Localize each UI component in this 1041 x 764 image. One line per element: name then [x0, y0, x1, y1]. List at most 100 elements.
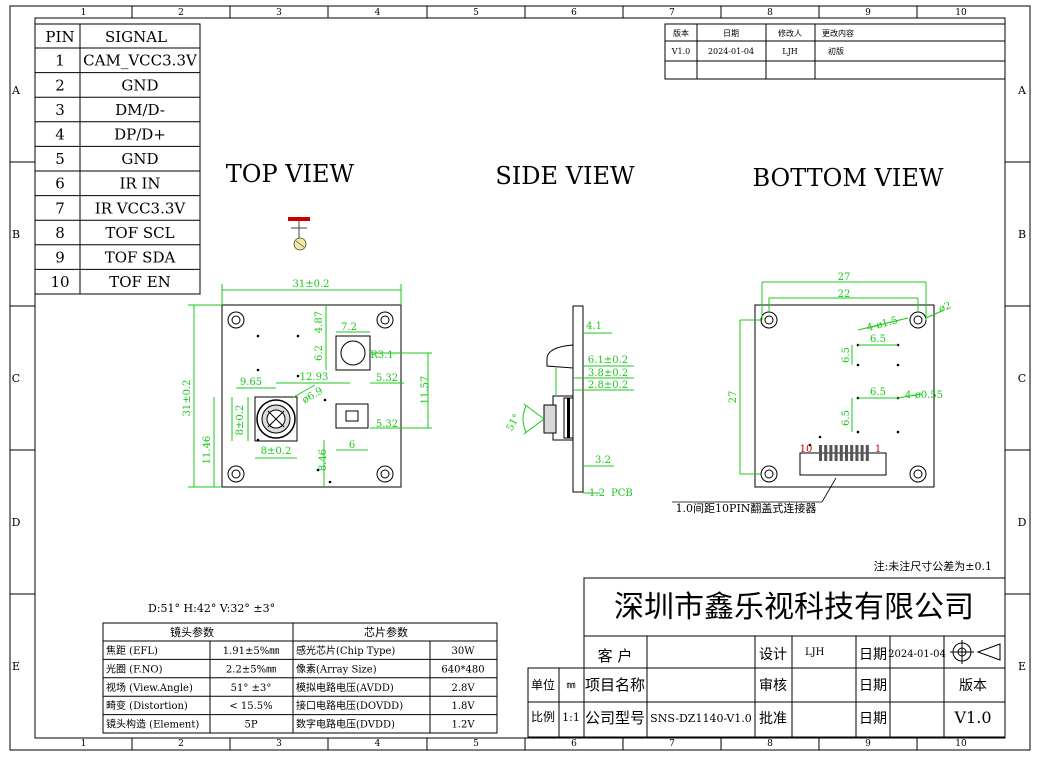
dim-top-11-57: 11.57 [420, 376, 431, 405]
zone-row-label: B [12, 228, 20, 241]
connector-pin [824, 445, 828, 461]
pin-number: 2 [55, 76, 65, 94]
zone-column-label: 1 [81, 739, 87, 749]
connector-pin [860, 445, 864, 461]
dim-bottom-27-top: 27 [838, 272, 851, 283]
dim-bottom-6-5c: 6.5 [870, 387, 886, 398]
model-label: 公司型号 [585, 709, 645, 727]
chip-param-name: 数字电路电压(DVDD) [296, 718, 395, 731]
dim-top-8-pm-0-2-h: 8±0.2 [261, 446, 292, 457]
top-view-title: TOP VIEW [226, 160, 355, 188]
zone-row-label: A [1017, 84, 1027, 97]
pin-signal: GND [121, 150, 158, 168]
zone-column-label: 8 [767, 739, 773, 749]
connector-pin [839, 445, 843, 461]
pin-number: 8 [55, 224, 65, 242]
tolerance-note: 注:未注尺寸公差为±0.1 [874, 559, 992, 573]
zone-column-label: 7 [669, 8, 675, 18]
lens-param-value: < 15.5% [229, 701, 272, 712]
mounting-hole-icon [227, 311, 394, 483]
design-value: LJH [805, 647, 825, 658]
zone-column-label: 3 [276, 739, 282, 749]
lens-param-name: 焦距 (EFL) [106, 644, 158, 657]
dim-side-angle: 51° [505, 412, 523, 433]
connector-pin-10-label: 10 [800, 444, 813, 455]
zone-column-label: 9 [865, 8, 871, 18]
zone-column-label: 1 [81, 8, 87, 18]
dim-bottom-6-5b: 6.5 [841, 347, 852, 363]
pin-number: 6 [55, 175, 65, 193]
pin-signal: IR VCC3.3V [95, 199, 187, 217]
zone-row-label: D [12, 516, 21, 529]
chip-param-name: 接口电路电压(DOVDD) [296, 699, 403, 712]
customer-label: 客 户 [598, 647, 633, 665]
side-view-title: SIDE VIEW [495, 162, 635, 190]
pin-signal: TOF SDA [105, 249, 176, 267]
lens-param-value: 51° ±3° [231, 683, 272, 694]
zone-column-label: 3 [276, 8, 282, 18]
dim-top-r3-1: R3.1 [370, 350, 393, 361]
company-name: 深圳市鑫乐视科技有限公司 [614, 590, 974, 625]
dim-bottom-6-5a: 6.5 [870, 334, 886, 345]
connector-pin [855, 445, 859, 461]
zone-column-label: 6 [571, 739, 577, 749]
fov-note: D:51° H:42° V:32° ±3° [148, 602, 275, 615]
dim-top-5-32b: 5.32 [376, 419, 398, 430]
zone-column-label: 4 [375, 739, 381, 749]
title-block: 深圳市鑫乐视科技有限公司 客 户 项目名称 公司型号 SNS-DZ1140-V1… [527, 577, 1006, 738]
connector-pin [834, 445, 838, 461]
rev-header-date: 日期 [723, 29, 739, 38]
zone-column-label: 4 [375, 8, 381, 18]
connector-pin [865, 445, 869, 461]
connector-pin [845, 445, 848, 461]
signal-header: SIGNAL [105, 28, 167, 46]
dim-top-8-pm-0-2-v: 8±0.2 [235, 405, 246, 436]
version-value: V1.0 [954, 708, 992, 727]
pin-number: 4 [55, 126, 65, 144]
zone-row-label: E [12, 660, 20, 673]
rev-content: 初版 [828, 46, 844, 56]
revision-table: 版本 日期 修改人 更改内容 V1.0 2024-01-04 LJH 初版 [664, 23, 1006, 80]
zone-row-label: E [1018, 660, 1026, 673]
version-label: 版本 [959, 678, 987, 694]
zone-column-label: 2 [178, 739, 184, 749]
chip-param-name: 模拟电路电压(AVDD) [296, 681, 394, 694]
bottom-view-drawing: 27 22 27 4-ø1.5 ø2 6.5 6.5 6.5 4-ø0.55 6… [672, 272, 953, 515]
dim-top-9-65: 9.65 [240, 377, 262, 388]
pin-signal: TOF SCL [105, 224, 174, 242]
zone-row-label: B [1018, 228, 1026, 241]
pin-signal: GND [121, 76, 158, 94]
zone-column-label: 5 [473, 739, 479, 749]
dim-side-4-1: 4.1 [586, 321, 602, 332]
dim-top-8-46: 8.46 [318, 449, 329, 471]
lens-param-value: 1.91±5%㎜ [223, 646, 280, 657]
dim-bottom-27-side: 27 [728, 391, 739, 404]
dim-top-phi6-9: ø6.9 [301, 386, 325, 406]
dim-top-7-2: 7.2 [341, 322, 357, 333]
dim-top-11-46: 11.46 [202, 436, 213, 465]
rev-version: V1.0 [671, 47, 691, 56]
connector-pin [829, 445, 833, 461]
rev-header-version: 版本 [673, 28, 689, 38]
connector-pin [819, 445, 822, 461]
pin-header: PIN [45, 28, 74, 46]
dim-side-pcb-label: PCB [611, 488, 633, 499]
rev-header-modifier: 修改人 [778, 28, 802, 38]
orientation-symbol-icon [288, 217, 310, 251]
rev-header-content: 更改内容 [822, 28, 854, 38]
top-view-drawing: 31±0.2 31±0.2 7.2 4.87 6.2 R3.1 9.65 12.… [182, 279, 432, 488]
lens-params-header: 镜头参数 [170, 625, 214, 639]
projection-symbol-icon [950, 640, 1001, 664]
zone-column-label: 6 [571, 8, 577, 18]
dim-side-1-2: 1.2 [589, 488, 605, 499]
pin-signal: DP/D+ [114, 126, 166, 144]
connector-note: 1.0间距10PIN翻盖式连接器 [676, 501, 817, 515]
dim-top-12-93: 12.93 [300, 372, 329, 383]
review-label: 审核 [759, 678, 787, 694]
chip-param-value: 30W [451, 646, 475, 657]
date-label-3: 日期 [859, 711, 887, 727]
pin-number: 9 [55, 249, 65, 267]
